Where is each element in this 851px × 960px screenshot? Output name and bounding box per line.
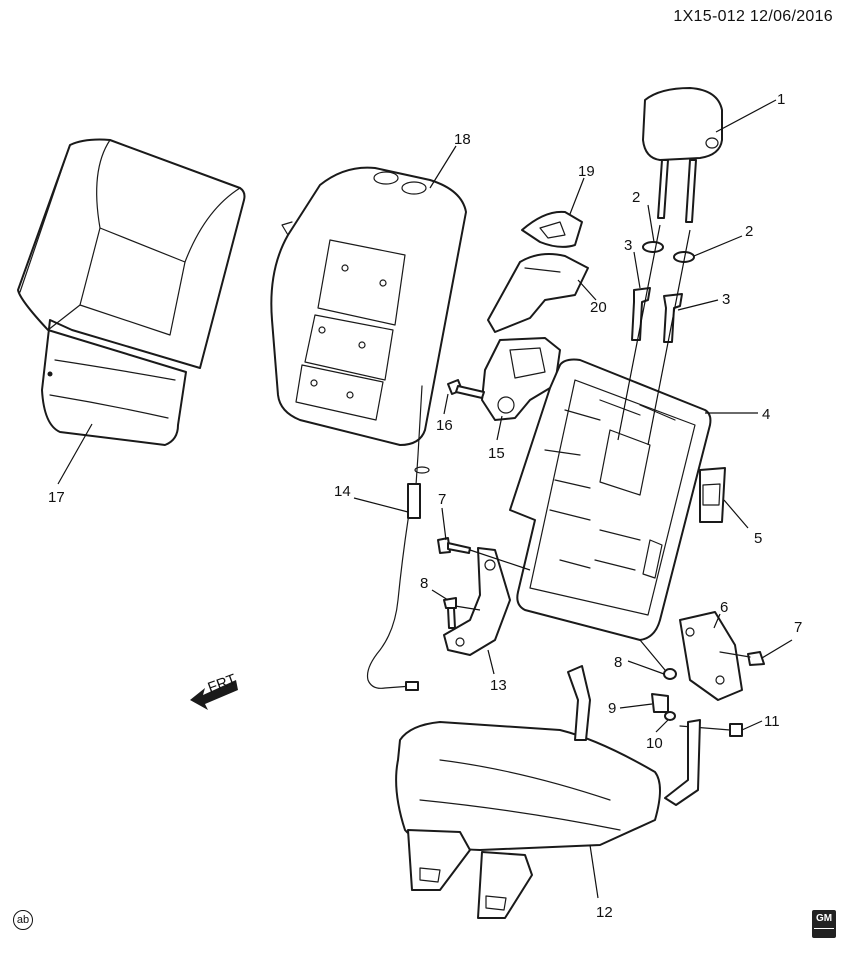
part-7-bolt-right xyxy=(719,651,765,666)
part-1-headrest xyxy=(642,87,723,223)
callout-8b: 8 xyxy=(614,654,622,671)
callout-leaders xyxy=(57,99,793,899)
part-13-recliner-bracket xyxy=(443,547,511,656)
part-6-hinge-bracket xyxy=(679,611,743,701)
callout-1: 1 xyxy=(777,91,785,108)
part-18-seatback-pad xyxy=(270,166,467,446)
callout-7b: 7 xyxy=(794,619,802,636)
part-2-guide-bushings xyxy=(642,241,695,263)
part-19-trim-cap xyxy=(521,210,583,248)
callout-17: 17 xyxy=(48,489,65,506)
part-15-latch-assembly xyxy=(481,337,561,421)
diagram-header: 1X15-012 12/06/2016 xyxy=(673,8,833,26)
diagram-date: 12/06/2016 xyxy=(749,8,833,25)
callout-20: 20 xyxy=(590,299,607,316)
callout-7a: 7 xyxy=(438,491,446,508)
callout-10: 10 xyxy=(646,735,663,752)
part-16-bolt xyxy=(447,379,485,399)
diagram-id: 1X15-012 xyxy=(673,8,746,25)
callout-2b: 2 xyxy=(745,223,753,240)
part-5-trim-plate xyxy=(699,467,726,523)
callout-15: 15 xyxy=(488,445,505,462)
callout-labels: 1 2 2 3 3 4 5 6 7 7 8 8 9 10 11 12 13 14… xyxy=(48,91,802,921)
callout-19: 19 xyxy=(578,163,595,180)
part-14-release-cable xyxy=(366,385,430,691)
part-17-seatback-cover xyxy=(17,138,246,446)
callout-14: 14 xyxy=(334,483,351,500)
part-4-seatback-frame xyxy=(509,358,712,641)
callout-13: 13 xyxy=(490,677,507,694)
callout-6: 6 xyxy=(720,599,728,616)
callout-9: 9 xyxy=(608,700,616,717)
callout-11: 11 xyxy=(764,713,780,730)
front-direction-indicator: FRT xyxy=(190,671,239,710)
part-20-latch-cover xyxy=(487,253,589,333)
part-8-screw-left xyxy=(443,597,457,629)
part-12-seat-cushion xyxy=(395,665,701,919)
gm-logo: GM xyxy=(812,910,836,938)
callout-12: 12 xyxy=(596,904,613,921)
callout-2a: 2 xyxy=(632,189,640,206)
alignment-lines xyxy=(454,224,691,671)
gm-logo-text: GM xyxy=(815,913,833,924)
front-arrow-icon xyxy=(190,680,238,710)
callout-3a: 3 xyxy=(624,237,632,254)
ab-badge: ab xyxy=(13,910,33,930)
part-8-screw-right xyxy=(663,668,677,680)
part-10-washer xyxy=(664,711,676,721)
callout-3b: 3 xyxy=(722,291,730,308)
callout-8a: 8 xyxy=(420,575,428,592)
part-3-headrest-guides xyxy=(631,287,683,343)
callout-4: 4 xyxy=(762,406,770,423)
part-7-bolt-left xyxy=(437,537,471,554)
callout-16: 16 xyxy=(436,417,453,434)
callout-5: 5 xyxy=(754,530,762,547)
part-9-bushing xyxy=(651,693,669,713)
callout-18: 18 xyxy=(454,131,471,148)
